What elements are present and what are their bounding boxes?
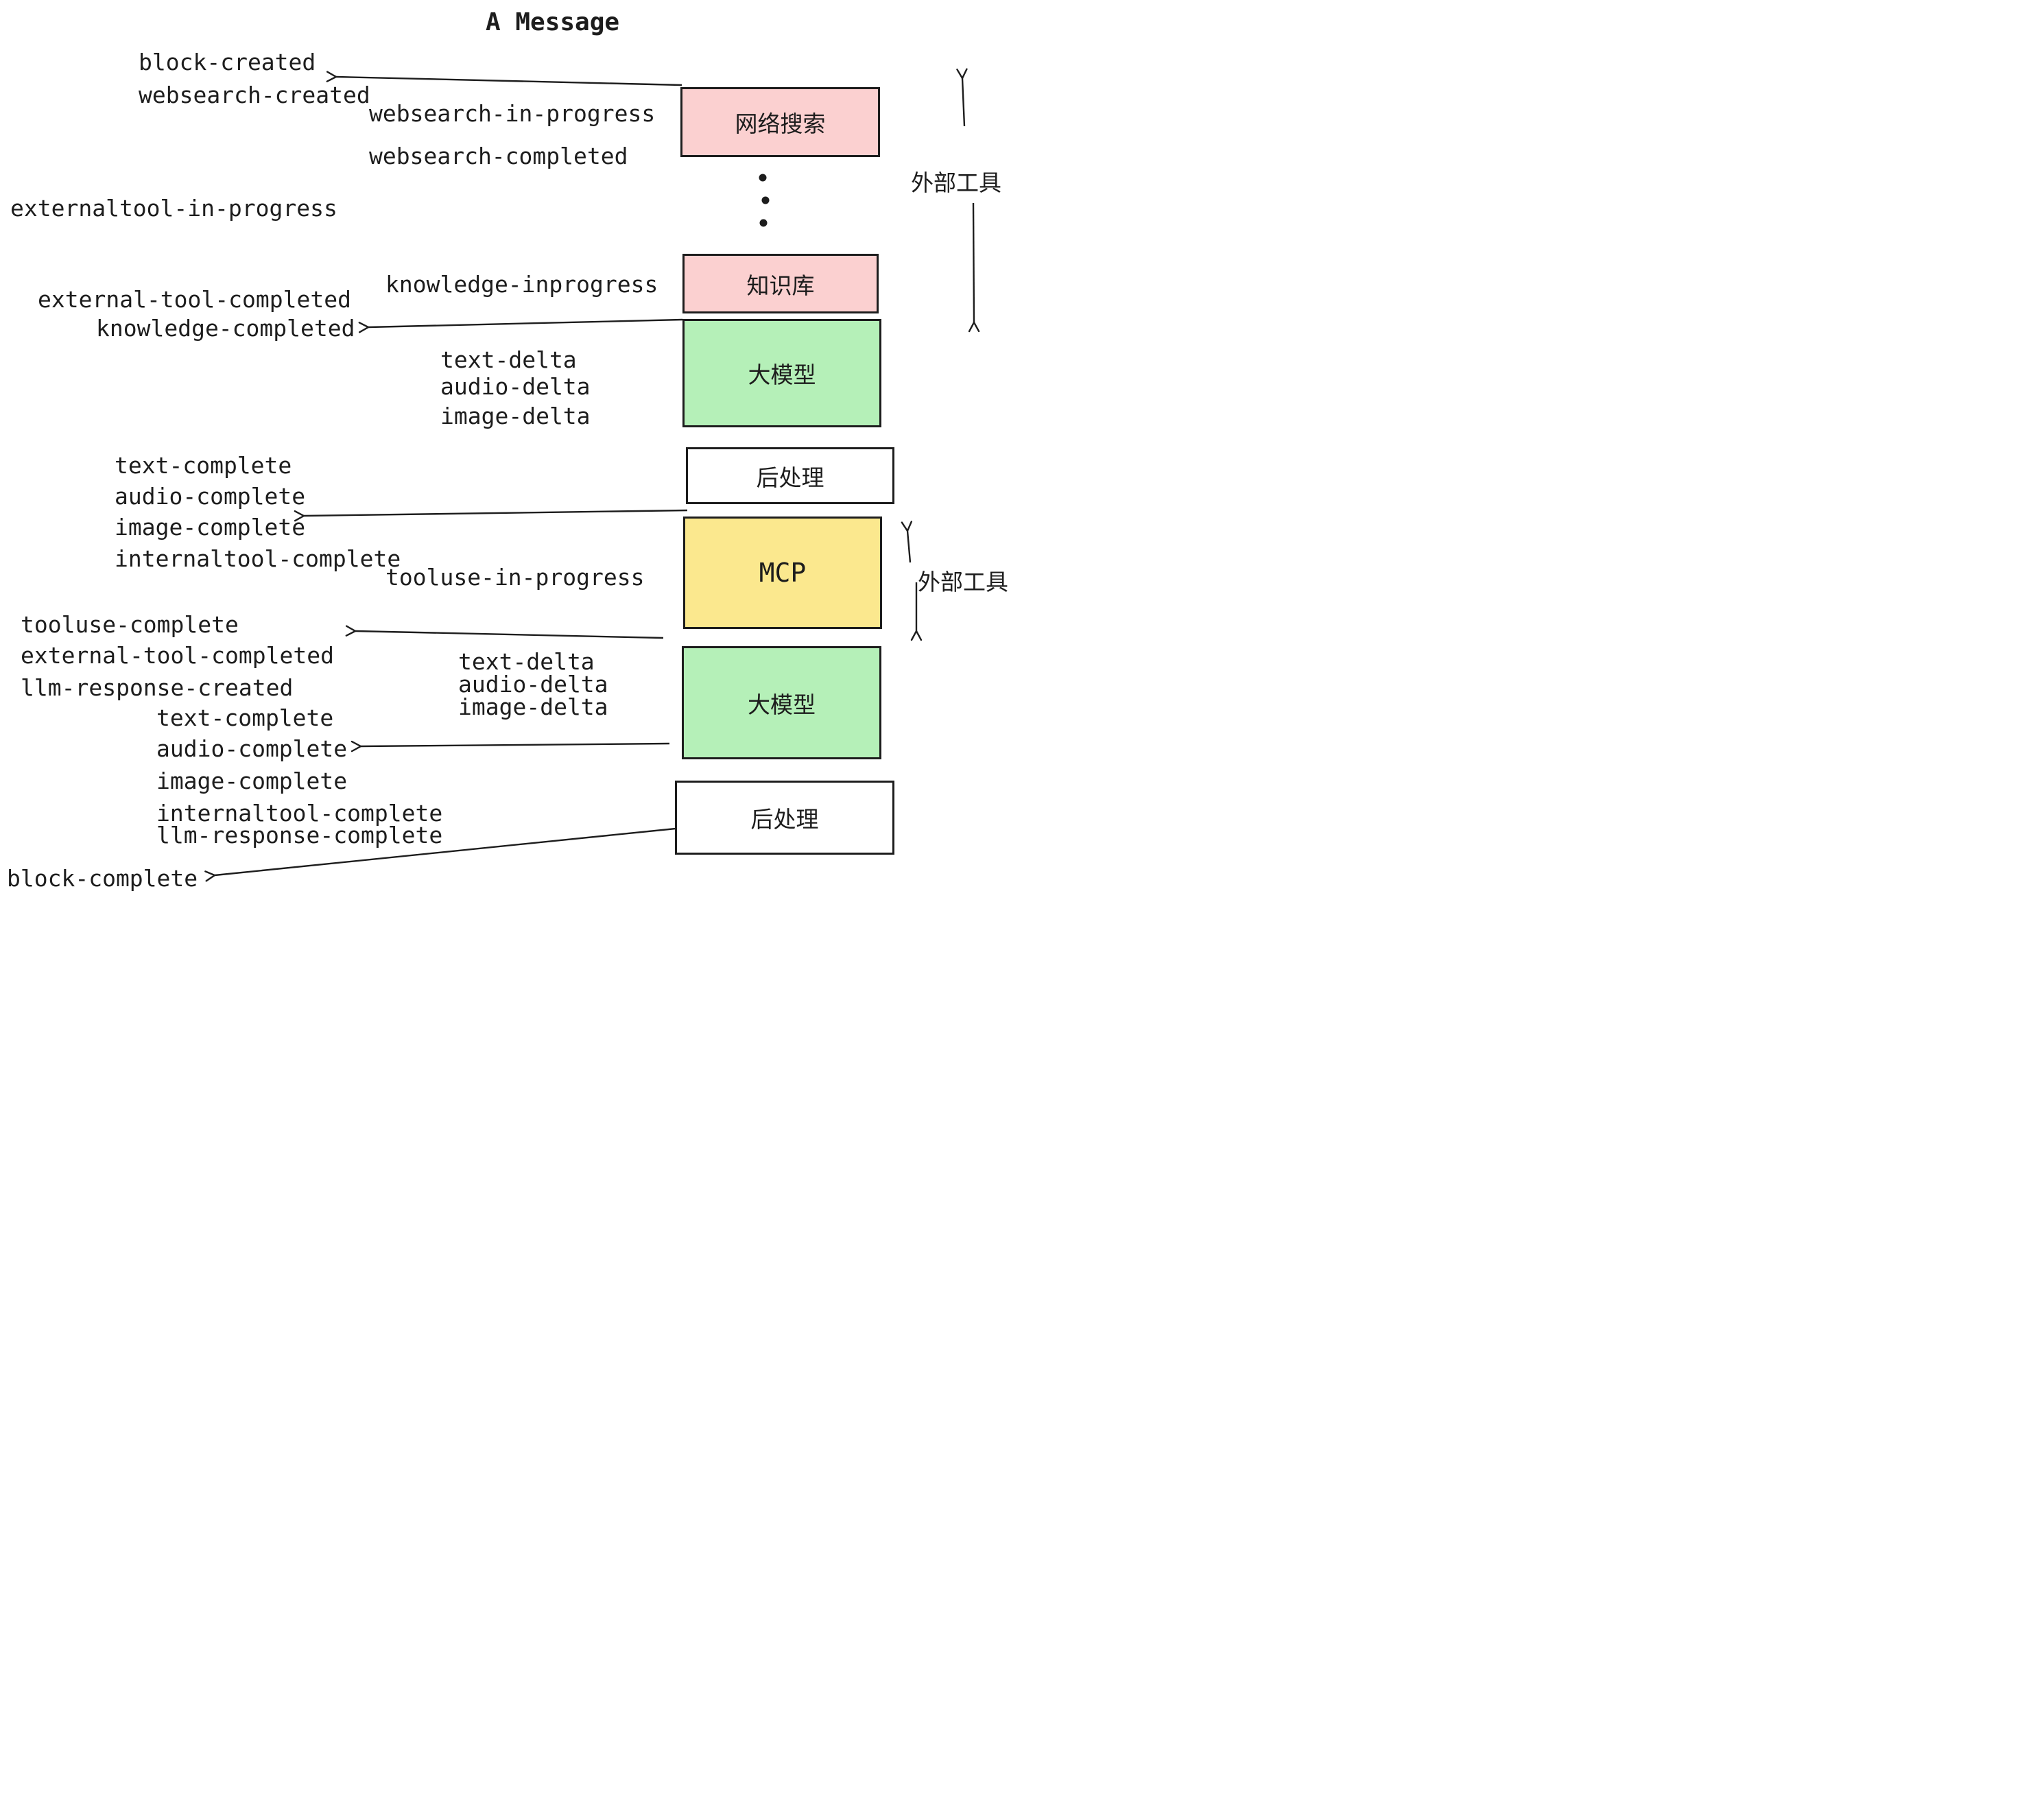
event-llm-response-complete: llm-response-complete (156, 822, 443, 848)
box-mcp-label: MCP (759, 558, 807, 588)
external-tools-up-arrow-2 (907, 531, 910, 563)
event-websearch-created: websearch-created (139, 82, 370, 108)
event-audio-complete-1: audio-complete (115, 483, 306, 510)
event-internaltool-complete-1: internaltool-complete (115, 545, 401, 572)
event-external-tool-completed-1: external-tool-completed (38, 286, 351, 313)
external-tools-label-1: 外部工具 (911, 170, 1001, 195)
event-tooluse-in-progress: tooluse-in-progress (385, 564, 645, 591)
arrow-knowledge-completed (368, 318, 683, 327)
ellipsis-dots (759, 174, 770, 227)
box-llm-1-label: 大模型 (748, 362, 816, 388)
box-knowledge-label: 知识库 (746, 272, 815, 298)
event-knowledge-completed: knowledge-completed (96, 315, 355, 342)
box-postprocess-2: 后处理 (675, 781, 894, 855)
event-block-created: block-created (139, 49, 316, 75)
event-websearch-in-progress: websearch-in-progress (369, 100, 656, 127)
event-image-complete-1: image-complete (115, 514, 306, 541)
box-mcp: MCP (683, 517, 882, 629)
arrow-websearch-created (336, 77, 682, 86)
arrow-tooluse-complete (355, 631, 664, 639)
box-llm-2: 大模型 (682, 646, 881, 759)
event-image-delta-1: image-delta (440, 403, 591, 429)
box-llm-1: 大模型 (682, 319, 881, 427)
external-tools-label-2: 外部工具 (918, 569, 1008, 595)
event-audio-delta-2: audio-delta (458, 671, 608, 698)
event-external-tool-completed-2: external-tool-completed (21, 642, 334, 669)
event-websearch-completed: websearch-completed (369, 143, 628, 169)
external-tools-down-arrow-1 (973, 202, 974, 322)
event-text-delta-2: text-delta (458, 648, 595, 675)
diagram-title: A Message (486, 8, 620, 36)
diagram-canvas: A Message 网络搜索 知识库 大模型 后处理 MCP 大模型 后处理 外… (0, 0, 1022, 902)
event-llm-response-created: llm-response-created (21, 674, 294, 701)
event-text-complete-1: text-complete (115, 452, 292, 479)
arrow-audio-complete (361, 744, 670, 746)
event-knowledge-inprogress: knowledge-inprogress (385, 271, 658, 298)
box-websearch-label: 网络搜索 (735, 111, 826, 137)
box-postprocess-1-label: 后处理 (756, 464, 824, 490)
event-image-delta-2: image-delta (458, 693, 608, 720)
arrow-postprocess-complete (304, 509, 688, 516)
event-audio-complete-2: audio-complete (156, 735, 348, 762)
event-text-complete-2: text-complete (156, 704, 334, 731)
event-image-complete-2: image-complete (156, 768, 348, 794)
box-knowledge: 知识库 (682, 254, 879, 313)
event-tooluse-complete: tooluse-complete (21, 611, 239, 638)
box-llm-2-label: 大模型 (748, 691, 816, 717)
event-text-delta-1: text-delta (440, 346, 577, 373)
event-audio-delta-1: audio-delta (440, 373, 591, 400)
box-postprocess-2-label: 后处理 (750, 807, 819, 832)
box-websearch: 网络搜索 (680, 87, 880, 157)
box-postprocess-1: 后处理 (686, 447, 894, 504)
external-tools-up-arrow-1 (962, 78, 964, 127)
event-block-complete: block-complete (7, 865, 198, 892)
event-internaltool-complete-2: internaltool-complete (156, 800, 443, 827)
event-externaltool-in-progress: externaltool-in-progress (10, 195, 337, 222)
